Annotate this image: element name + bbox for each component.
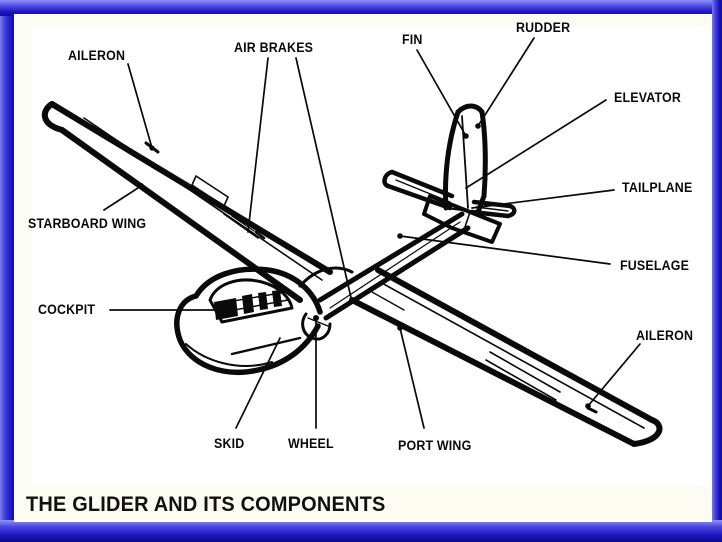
label-aileron-port: AILERON [636, 328, 694, 343]
label-tailplane: TAILPLANE [622, 180, 693, 195]
label-wheel: WHEEL [288, 436, 334, 451]
frame-border-right [712, 0, 722, 542]
figure-title: THE GLIDER AND ITS COMPONENTS [26, 493, 386, 516]
frame-border-top [0, 0, 722, 16]
label-rudder: RUDDER [516, 20, 571, 35]
frame-border-left [0, 0, 16, 542]
figure-page [14, 14, 712, 522]
label-fin: FIN [402, 32, 423, 47]
label-aileron-starboard: AILERON [68, 48, 126, 63]
label-air-brakes: AIR BRAKES [234, 40, 314, 55]
label-fuselage: FUSELAGE [620, 258, 690, 273]
diagram-canvas [32, 26, 710, 486]
label-starboard-wing: STARBOARD WING [28, 216, 147, 231]
label-cockpit: COCKPIT [38, 302, 96, 317]
label-elevator: ELEVATOR [614, 90, 682, 105]
frame-border-bottom [0, 520, 722, 542]
label-port-wing: PORT WING [398, 438, 472, 453]
label-skid: SKID [214, 436, 245, 451]
